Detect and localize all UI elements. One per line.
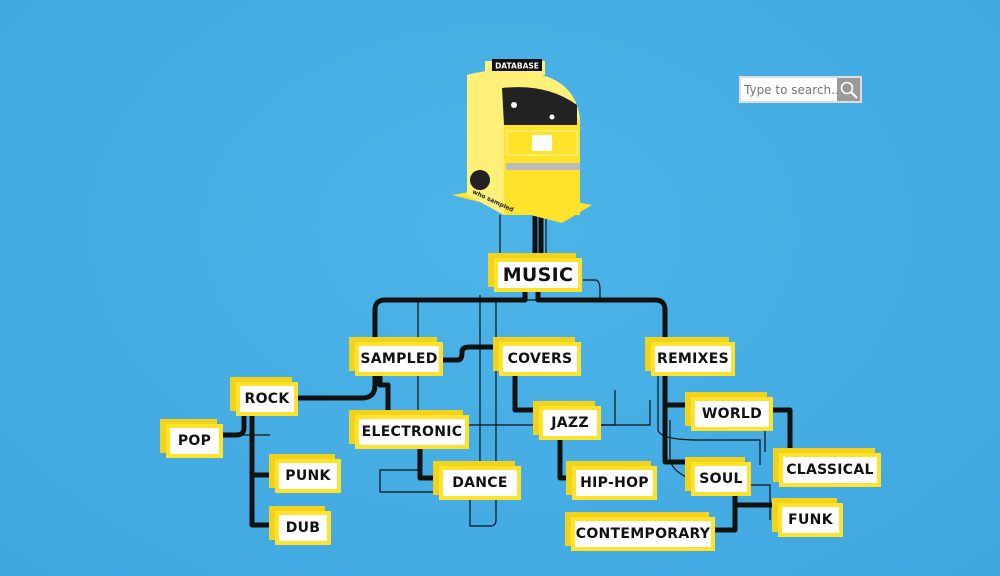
node-contemporary[interactable]: CONTEMPORARY [571, 517, 715, 551]
node-dub[interactable]: DUB [275, 511, 331, 545]
node-hip-hop[interactable]: HIP-HOP [572, 466, 657, 500]
node-pop[interactable]: POP [166, 424, 223, 458]
node-rock[interactable]: ROCK [236, 382, 298, 416]
node-covers[interactable]: COVERS [499, 342, 581, 376]
node-world[interactable]: WORLD [691, 397, 773, 431]
node-music[interactable]: MUSIC [494, 258, 582, 292]
node-soul[interactable]: SOUL [691, 462, 751, 496]
node-classical[interactable]: CLASSICAL [779, 453, 881, 487]
search-input[interactable] [741, 78, 837, 101]
database-jukebox[interactable]: DATABASE who sampled [452, 55, 597, 229]
node-electronic[interactable]: ELECTRONIC [355, 415, 469, 449]
node-punk[interactable]: PUNK [275, 459, 341, 493]
node-jazz[interactable]: JAZZ [539, 406, 601, 440]
node-remixes[interactable]: REMIXES [651, 342, 735, 376]
search-button[interactable] [837, 78, 860, 101]
node-funk[interactable]: FUNK [778, 503, 843, 537]
node-dance[interactable]: DANCE [439, 466, 521, 500]
node-sampled[interactable]: SAMPLED [355, 342, 443, 376]
database-label: DATABASE [495, 62, 539, 71]
search-box[interactable] [739, 76, 862, 103]
magnifier-icon [840, 81, 858, 99]
